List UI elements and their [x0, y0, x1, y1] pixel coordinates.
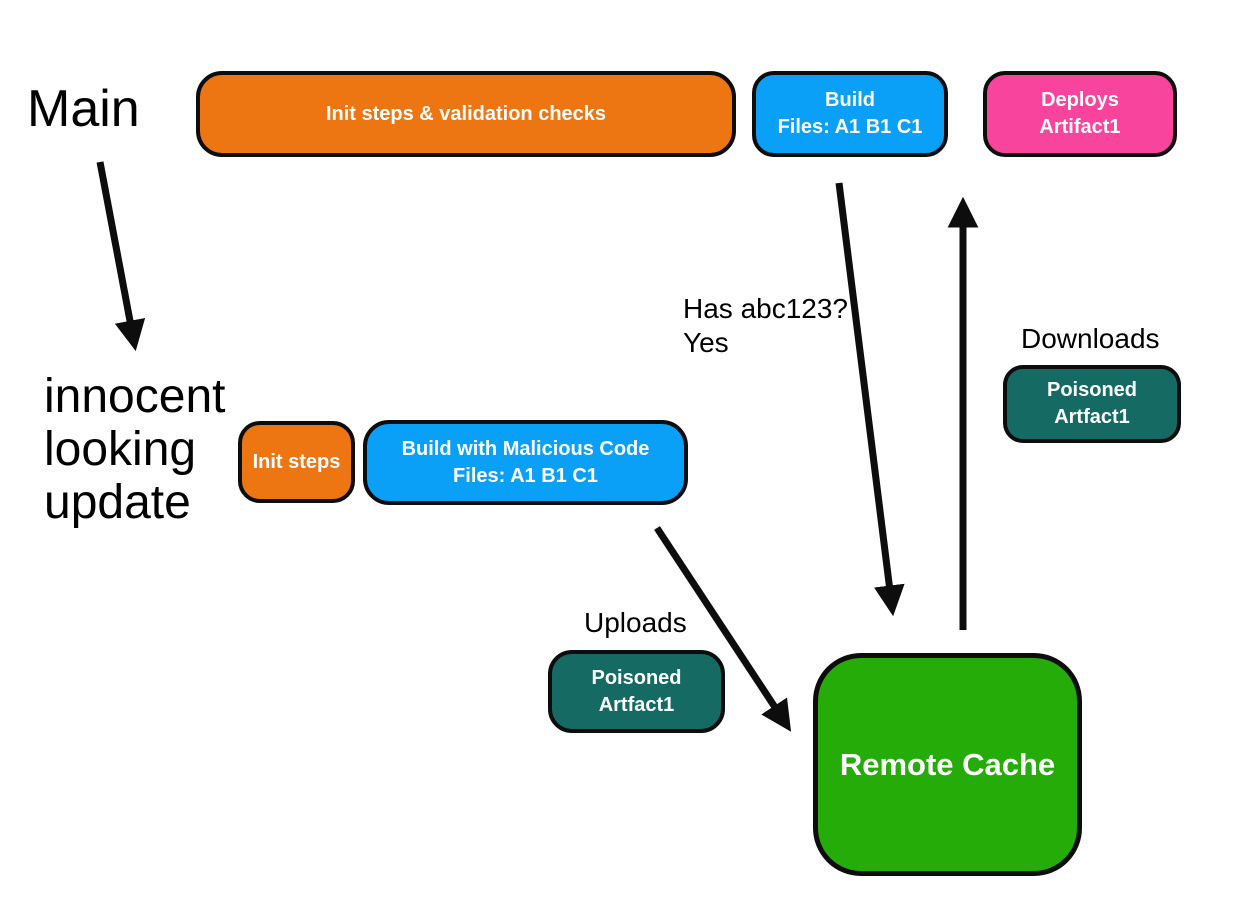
node-remote-cache-label: Remote Cache — [839, 746, 1056, 782]
downloads-label: Downloads — [1021, 323, 1160, 354]
node-build-malicious: Build with Malicious Code Files: A1 B1 C… — [363, 420, 688, 505]
node-deploys-artifact-label: Deploys Artifact1 — [1039, 89, 1121, 138]
innocent-update-label: innocent looking update — [44, 370, 226, 529]
node-init-steps-label: Init steps — [252, 450, 341, 473]
node-poisoned-artifact-upload: Poisoned Artfact1 — [548, 650, 725, 733]
node-init-steps: Init steps — [238, 421, 355, 503]
node-deploys-artifact: Deploys Artifact1 — [983, 71, 1177, 157]
node-poisoned-artifact-upload-label: Poisoned Artfact1 — [591, 666, 682, 716]
node-init-validation: Init steps & validation checks — [196, 71, 736, 157]
node-remote-cache: Remote Cache — [813, 653, 1082, 876]
node-build-label: Build Files: A1 B1 C1 — [777, 89, 923, 138]
node-build-malicious-label: Build with Malicious Code Files: A1 B1 C… — [401, 437, 650, 487]
has-hash-label: Has abc123? Yes — [683, 293, 849, 358]
uploads-label: Uploads — [584, 607, 687, 638]
node-init-validation-label: Init steps & validation checks — [325, 102, 607, 125]
arrow-main-to-update — [96, 161, 146, 352]
node-poisoned-artifact-download-label: Poisoned Artfact1 — [1046, 379, 1137, 428]
main-branch-label: Main — [27, 80, 140, 138]
node-build: Build Files: A1 B1 C1 — [752, 71, 948, 157]
arrow-build-to-remote-cache — [835, 182, 905, 617]
node-poisoned-artifact-download: Poisoned Artfact1 — [1003, 365, 1181, 443]
